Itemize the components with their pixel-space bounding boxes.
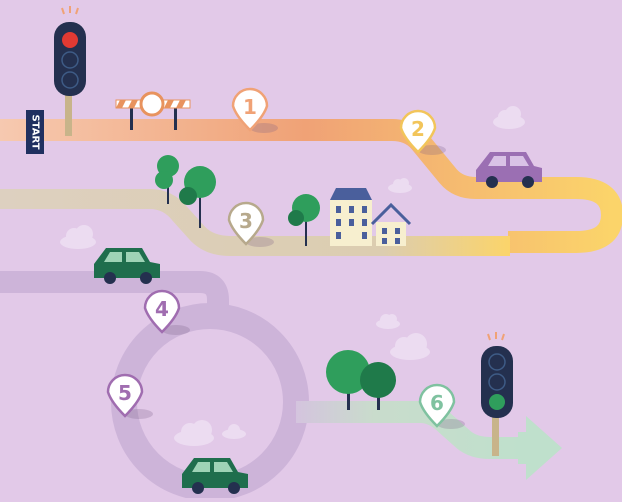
green-light-icon (489, 394, 505, 410)
house (372, 205, 410, 246)
road-segment-lower (0, 282, 218, 310)
cloud (60, 225, 96, 249)
step-marker-label: 6 (430, 391, 444, 415)
step-marker-label: 3 (239, 209, 253, 233)
road-network (0, 130, 612, 488)
step-marker-2: 2 (401, 111, 446, 155)
step-marker-label: 2 (411, 117, 425, 141)
step-marker-label: 1 (243, 95, 257, 119)
cloud (493, 106, 525, 129)
start-sign: START (26, 110, 44, 154)
start-label: START (30, 114, 41, 149)
cloud (376, 314, 400, 329)
road-segment-finish (296, 412, 520, 448)
apartment-building (330, 188, 372, 246)
traffic-light-start (54, 6, 86, 136)
step-marker-label: 4 (155, 297, 169, 321)
cloud (388, 178, 412, 193)
cloud (390, 333, 430, 360)
finish-arrow (518, 416, 562, 480)
red-light-icon (62, 32, 78, 48)
cloud (222, 424, 246, 439)
step-marker-label: 5 (118, 381, 132, 405)
cloud (174, 420, 214, 446)
buildings (330, 188, 410, 246)
